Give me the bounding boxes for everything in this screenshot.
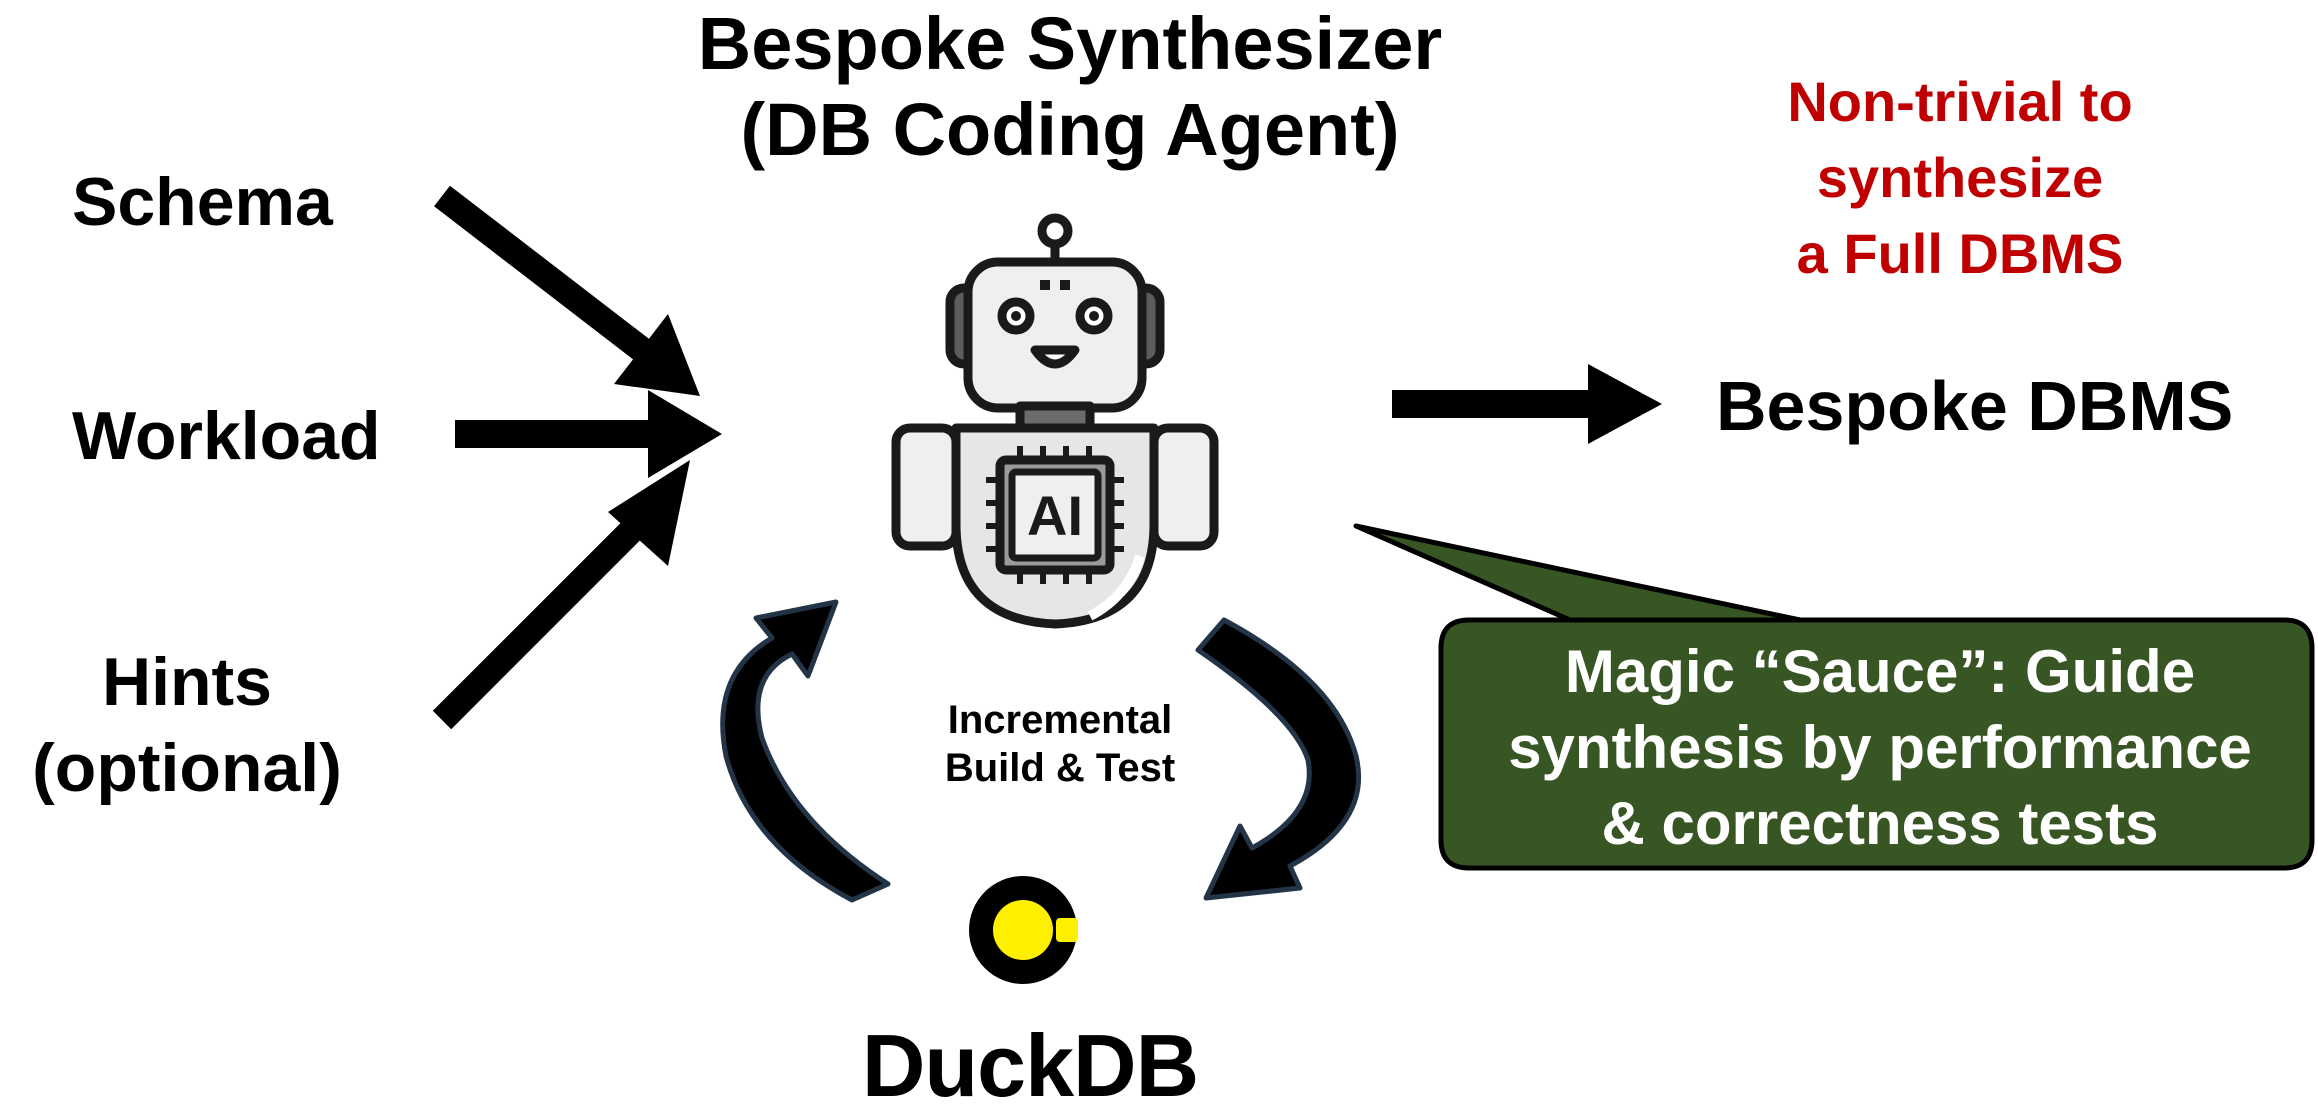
input-hints-label: Hints (102, 644, 272, 720)
loop-arrow-down (1195, 617, 1362, 901)
callout-bubble (1353, 523, 2315, 871)
input-workload-label: Workload (72, 398, 381, 474)
loop-label-line-2: Build & Test (944, 746, 1176, 790)
warning-line-3: a Full DBMS (1796, 222, 2124, 285)
input-hints-optional-label: (optional) (32, 730, 342, 806)
loop-arrow-up (720, 599, 891, 903)
warning-line-2: synthesize (1816, 146, 2104, 209)
ai-chip-label: AI (1027, 484, 1083, 547)
output-label: Bespoke DBMS (1716, 367, 2234, 445)
arrow-hints (432, 460, 690, 730)
arrow-workload (455, 390, 722, 478)
callout-line-1: Magic “Sauce”: Guide (1564, 638, 2196, 705)
input-schema-label: Schema (72, 164, 333, 240)
robot-icon (891, 213, 1219, 629)
duckdb-wordmark: DuckDB (861, 1016, 1199, 1115)
title-line-2: (DB Coding Agent) (740, 88, 1400, 171)
callout-line-3: & correctness tests (1601, 790, 2159, 857)
callout-line-2: synthesis by performance (1508, 714, 2252, 781)
arrow-schema (434, 185, 700, 396)
title-line-1: Bespoke Synthesizer (697, 2, 1443, 85)
arrow-output (1392, 364, 1662, 444)
warning-line-1: Non-trivial to (1787, 70, 2133, 133)
loop-label-line-1: Incremental (947, 698, 1173, 742)
duckdb-logo-icon (969, 876, 1078, 984)
